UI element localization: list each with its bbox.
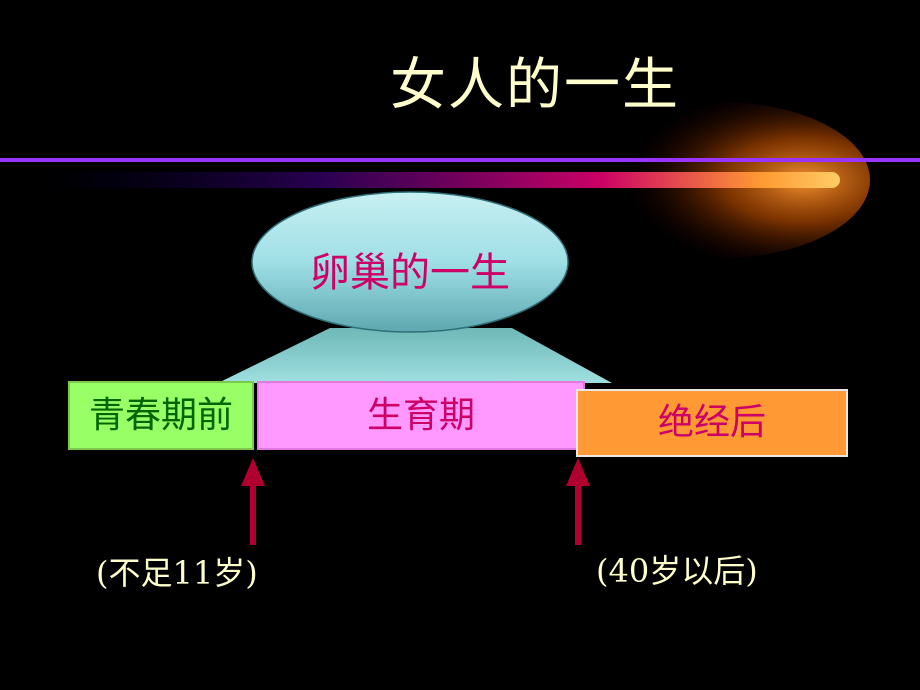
- comet-streak: [40, 172, 840, 188]
- ovary-ellipse: [251, 191, 569, 333]
- stage-postmenopause: 绝经后: [576, 389, 848, 457]
- slide-title: 女人的一生: [390, 53, 680, 118]
- up-arrow-icon: [241, 458, 265, 545]
- ovary-label: 卵巢的一生: [310, 250, 510, 296]
- divider-line: [0, 158, 920, 162]
- up-arrow-icon: [566, 458, 590, 545]
- stage-prepuberty: 青春期前: [68, 381, 254, 450]
- age-note-right: (40岁以后): [596, 552, 758, 590]
- ovary-stalk: [218, 328, 612, 383]
- age-note-left: (不足11岁): [96, 554, 258, 592]
- stage-reproductive: 生育期: [257, 381, 585, 450]
